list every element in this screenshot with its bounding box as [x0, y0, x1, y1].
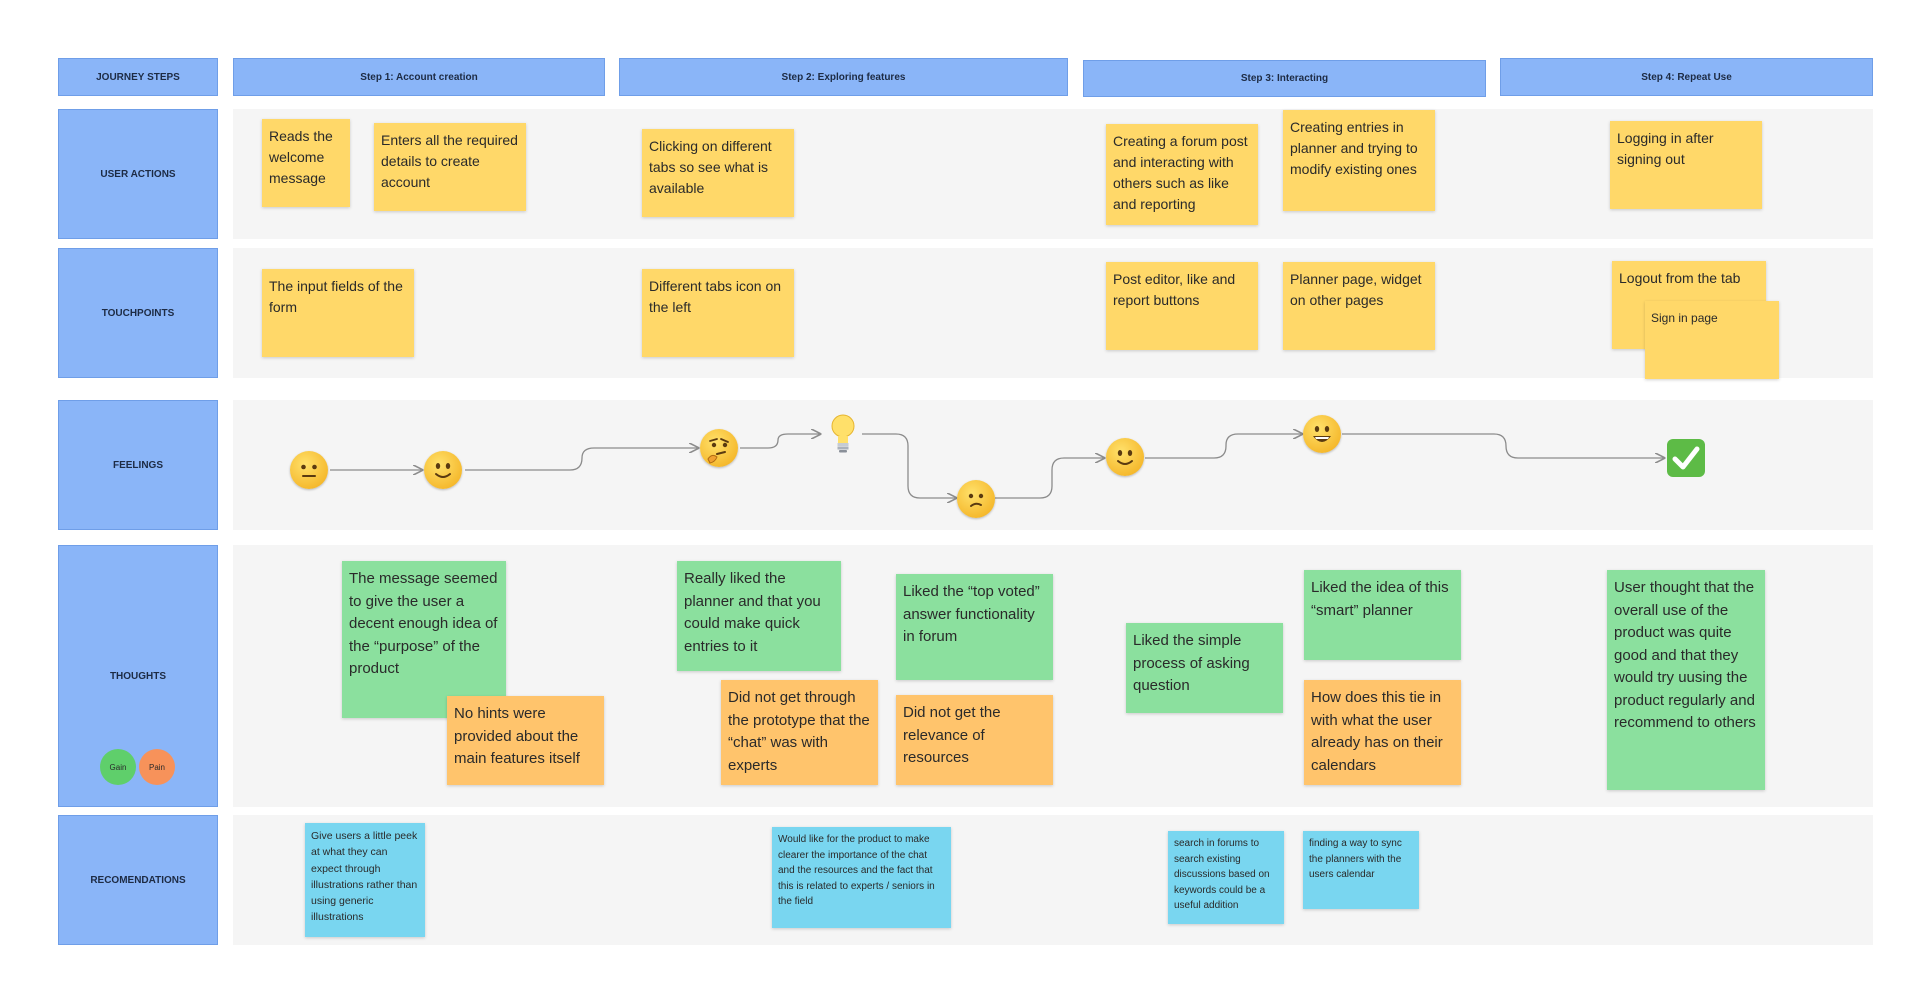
thought-gain-sticky[interactable]: Liked the “top voted” answer functionali…: [896, 574, 1053, 680]
row-label-recommendations: RECOMENDATIONS: [58, 815, 218, 945]
lane-feelings: [233, 400, 1873, 530]
step2-header: Step 2: Exploring features: [619, 58, 1068, 96]
thought-gain-sticky[interactable]: Liked the idea of this “smart” planner: [1304, 570, 1461, 660]
recommendation-sticky[interactable]: search in forums to search existing disc…: [1168, 831, 1284, 924]
neutral-face-icon: [290, 451, 328, 489]
thought-pain-sticky[interactable]: Did not get the relevance of resources: [896, 695, 1053, 785]
action-sticky[interactable]: Creating entries in planner and trying t…: [1283, 110, 1435, 211]
touchpoint-sticky[interactable]: Different tabs icon on the left: [642, 269, 794, 357]
row-label-thoughts: THOUGHTS: [58, 545, 218, 807]
action-sticky[interactable]: Enters all the required details to creat…: [374, 123, 526, 211]
action-sticky[interactable]: Reads the welcome message: [262, 119, 350, 207]
action-sticky[interactable]: Creating a forum post and interacting wi…: [1106, 124, 1258, 225]
lane-touchpoints: [233, 248, 1873, 378]
step3-header: Step 3: Interacting: [1083, 60, 1486, 97]
thought-gain-sticky[interactable]: Really liked the planner and that you co…: [677, 561, 841, 671]
lane-recommendations: [233, 815, 1873, 945]
touchpoint-sticky[interactable]: Sign in page: [1645, 301, 1779, 379]
recommendation-sticky[interactable]: Give users a little peek at what they ca…: [305, 823, 425, 937]
journey-steps-header: JOURNEY STEPS: [58, 58, 218, 96]
grinning-face-icon: [1303, 415, 1341, 453]
action-sticky[interactable]: Clicking on different tabs so see what i…: [642, 129, 794, 217]
row-label-touchpoints: TOUCHPOINTS: [58, 248, 218, 378]
pain-legend: Pain: [139, 749, 175, 785]
recommendation-sticky[interactable]: finding a way to sync the planners with …: [1303, 831, 1419, 909]
row-label-feelings: FEELINGS: [58, 400, 218, 530]
thought-gain-sticky[interactable]: The message seemed to give the user a de…: [342, 561, 506, 718]
thought-gain-sticky[interactable]: User thought that the overall use of the…: [1607, 570, 1765, 790]
check-mark-icon: [1666, 438, 1706, 478]
thought-gain-sticky[interactable]: Liked the simple process of asking quest…: [1126, 623, 1283, 713]
action-sticky[interactable]: Logging in after signing out: [1610, 121, 1762, 209]
touchpoint-sticky[interactable]: The input fields of the form: [262, 269, 414, 357]
thought-pain-sticky[interactable]: Did not get through the prototype that t…: [721, 680, 878, 785]
thought-pain-sticky[interactable]: How does this tie in with what the user …: [1304, 680, 1461, 785]
recommendation-sticky[interactable]: Would like for the product to make clear…: [772, 827, 951, 928]
touchpoint-sticky[interactable]: Planner page, widget on other pages: [1283, 262, 1435, 350]
lightbulb-icon: [828, 412, 858, 454]
confused-face-icon: [957, 480, 995, 518]
touchpoint-sticky[interactable]: Post editor, like and report buttons: [1106, 262, 1258, 350]
slight-smile-icon: [424, 451, 462, 489]
thinking-face-icon: [700, 429, 738, 467]
row-label-user-actions: USER ACTIONS: [58, 109, 218, 239]
step4-header: Step 4: Repeat Use: [1500, 58, 1873, 96]
thought-pain-sticky[interactable]: No hints were provided about the main fe…: [447, 696, 604, 785]
gain-legend: Gain: [100, 749, 136, 785]
slight-smile-icon: [1106, 438, 1144, 476]
step1-header: Step 1: Account creation: [233, 58, 605, 96]
